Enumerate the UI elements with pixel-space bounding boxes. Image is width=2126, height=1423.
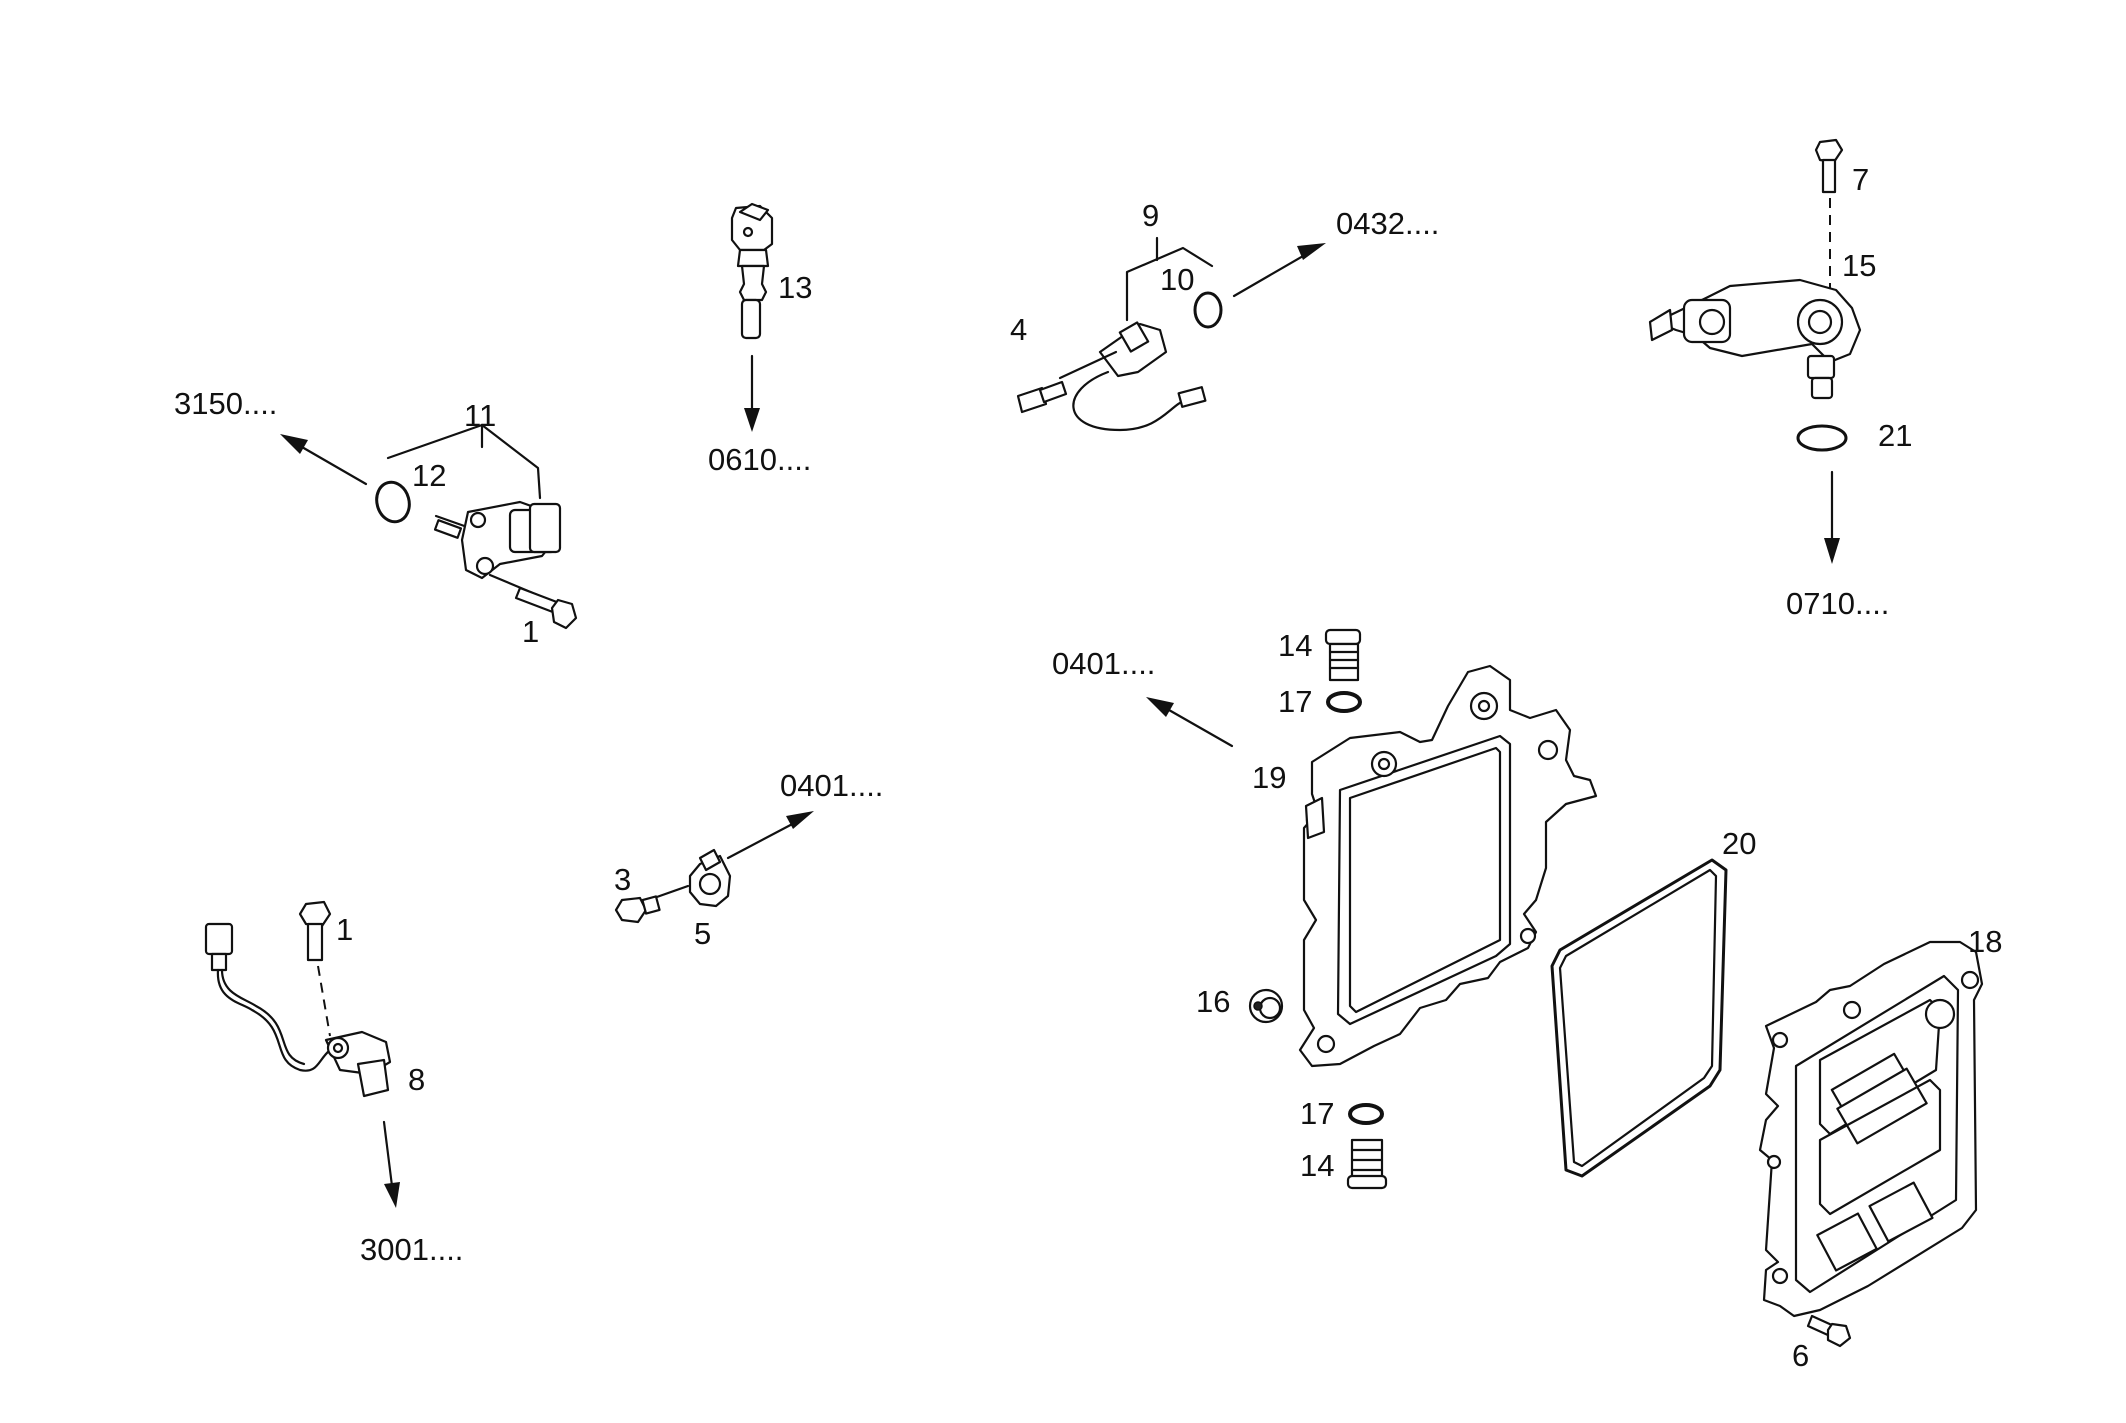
sensor-11-assembly [280,423,578,630]
ref-0432: 0432.... [1336,206,1440,241]
label-part-21: 21 [1878,418,1913,453]
label-part-13: 13 [778,270,813,305]
label-part-12: 12 [412,458,447,493]
sensor-15-assembly [1648,138,1862,564]
speed-sensor-9-assembly [1016,236,1326,432]
ref-0610: 0610.... [708,442,812,477]
label-part-17-bottom: 17 [1300,1096,1335,1131]
bolt-6 [1806,1314,1852,1348]
ecu-housing-19 [1298,664,1598,1068]
ref-3150: 3150.... [174,386,278,421]
gasket-20 [1550,858,1728,1178]
bolt-1-bottom [298,900,332,962]
bolt-4 [1016,380,1068,414]
ecu-18 [1758,940,1984,1318]
bolt-7 [1814,138,1844,194]
temperature-sensor-13 [730,202,774,432]
label-part-16: 16 [1196,984,1231,1019]
label-part-20: 20 [1722,826,1757,861]
label-part-11: 11 [464,398,497,433]
label-part-1-top: 1 [522,614,540,649]
seal-17-bottom [1348,1103,1384,1125]
label-part-15: 15 [1842,248,1877,283]
label-part-8: 8 [408,1062,426,1097]
o-ring-10 [1193,291,1223,329]
label-part-17-top: 17 [1278,684,1313,719]
bolt-1-top [514,586,578,630]
plug-14-bottom [1346,1138,1388,1190]
label-part-14-top: 14 [1278,628,1313,663]
sensor-15 [1648,278,1862,400]
label-part-14-bottom: 14 [1300,1148,1335,1183]
ref-0710: 0710.... [1786,586,1890,621]
label-part-5: 5 [694,916,712,951]
ref-0401-upper: 0401.... [1052,646,1156,681]
pressure-sensor-11 [433,500,562,598]
ref-0401-lower: 0401.... [780,768,884,803]
clip-5-assembly [614,811,814,924]
bolt-3 [614,895,661,924]
o-ring-21 [1796,424,1848,452]
label-part-6: 6 [1792,1338,1810,1373]
seal-17-top [1326,691,1362,713]
plug-16 [1248,988,1284,1024]
plug-14-top [1324,628,1362,682]
label-part-4: 4 [1010,312,1028,347]
label-part-10: 10 [1160,262,1195,297]
label-part-1-bottom: 1 [336,912,354,947]
label-part-19: 19 [1252,760,1287,795]
label-part-3: 3 [614,862,632,897]
ref-3001: 3001.... [360,1232,464,1267]
label-part-18: 18 [1968,924,2003,959]
label-part-7: 7 [1852,162,1870,197]
o-ring-12 [375,480,411,524]
speed-sensor-8-assembly [204,900,400,1208]
label-part-9: 9 [1142,198,1160,233]
